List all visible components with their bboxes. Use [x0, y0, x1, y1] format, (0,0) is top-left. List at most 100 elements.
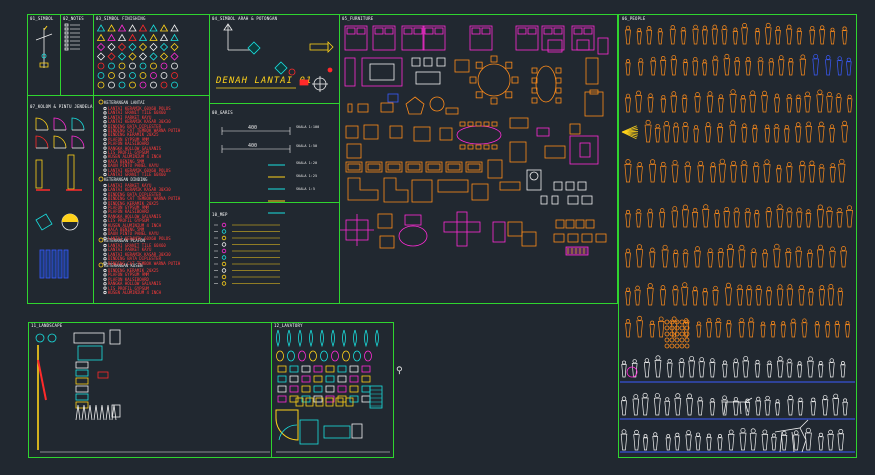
finishing-symbol: [159, 42, 169, 52]
person-figure: [807, 249, 813, 268]
person-figure: [781, 430, 788, 451]
person-figure: [682, 121, 689, 143]
finishing-symbol: [118, 72, 126, 79]
person-part: [752, 124, 757, 129]
person-part: [840, 364, 846, 378]
person-part: [776, 168, 782, 183]
person-part: [775, 29, 781, 45]
person-part: [796, 31, 802, 45]
legend-line: RANGKA HOLLOW GALVANIS: [108, 213, 161, 219]
legend-bullet: [103, 168, 107, 172]
person-part: [643, 434, 648, 438]
person-part: [739, 318, 744, 323]
chair: [459, 121, 466, 127]
chair: [511, 76, 519, 84]
bollard: [105, 404, 111, 421]
person-part: [625, 248, 631, 253]
sofa-cushion: [467, 163, 481, 171]
panel-lavatory-frame: [271, 322, 394, 458]
legend-bullet: [103, 219, 107, 223]
person-part: [663, 125, 670, 143]
person-figure: [796, 207, 803, 228]
person-figure: [670, 55, 677, 76]
finishing-symbol: [150, 81, 157, 89]
person-part: [745, 60, 752, 76]
person-figure: [625, 59, 631, 76]
person-figure: [669, 25, 676, 45]
person-part: [715, 321, 722, 338]
finishing-symbol: [129, 81, 136, 89]
person-part: [692, 207, 698, 213]
person-part: [693, 128, 699, 143]
finishing-symbol: [159, 24, 169, 32]
chair: [475, 121, 482, 127]
person-figure: [818, 361, 824, 378]
crowd-dot: [679, 319, 685, 325]
person-part: [674, 397, 682, 416]
dining-set: [363, 124, 379, 140]
person-part: [621, 364, 627, 378]
person-part: [670, 25, 675, 30]
person-part: [646, 287, 654, 306]
person-figure: [636, 162, 643, 183]
pillow: [481, 27, 491, 35]
person-figure: [764, 22, 772, 45]
section-symbol: [274, 61, 288, 75]
person-part: [786, 28, 793, 45]
legend-line: KACA BENING 5MM: [108, 227, 145, 232]
finishing-symbol: [117, 24, 127, 32]
panel-title-simbol: 01_SIMBOL: [30, 16, 54, 21]
cabinet: [544, 145, 566, 159]
person-part: [625, 159, 631, 165]
person-part: [745, 207, 750, 213]
person-figure: [786, 162, 793, 183]
person-figure: [649, 320, 655, 338]
arrow-symbol: [309, 43, 329, 51]
table: [404, 214, 422, 226]
person-part: [658, 28, 663, 32]
legend-bullet: [103, 232, 107, 236]
legend-bullet: [103, 201, 107, 205]
sofa-module: [425, 161, 443, 173]
person-part: [822, 395, 828, 400]
person-part: [758, 56, 763, 62]
legend-bullet: [103, 236, 107, 240]
sanitary-fixture: [349, 375, 359, 383]
person-part: [748, 321, 755, 338]
person-figure: [666, 358, 673, 378]
legend-line: LIS PROFIL GYPSUM: [108, 285, 149, 291]
crowd-dot: [669, 319, 675, 325]
sofa-cushion: [407, 163, 421, 171]
person-figure: [642, 434, 649, 451]
legend-line: KACA BENING 5MM: [108, 158, 145, 164]
toilet: [298, 350, 306, 362]
legend-line: LANTAI KERAMIK KASAR 30X30: [108, 251, 171, 257]
person-part: [706, 317, 712, 323]
person-part: [697, 400, 704, 416]
panel-title-finishing: 03_SIMBOL FINISHING: [96, 16, 146, 21]
finishing-symbol: [171, 62, 178, 70]
person-part: [660, 60, 667, 76]
person-figure: [665, 434, 671, 451]
person-part: [818, 167, 825, 183]
person-part: [636, 320, 643, 338]
person-part: [728, 429, 734, 435]
sanitary-fixture: [337, 375, 347, 383]
person-part: [838, 287, 843, 292]
legend-line: KUSEN ALUMINIUM 4 INCH: [108, 154, 161, 160]
legend-line: DINDING KERAMIK 20X25: [108, 268, 159, 273]
dining-set: [569, 135, 599, 165]
person-figure: [828, 358, 835, 378]
person-part: [625, 319, 631, 324]
person-part: [735, 57, 740, 62]
symbol-line: [35, 33, 53, 41]
wheel-icon: [626, 366, 638, 378]
person-figure: [742, 356, 749, 378]
person-part: [774, 243, 780, 250]
person-part: [654, 360, 662, 378]
person-figure: [706, 317, 713, 338]
person-part: [825, 321, 830, 325]
sofa-set: [487, 159, 503, 179]
person-figure: [681, 204, 689, 228]
